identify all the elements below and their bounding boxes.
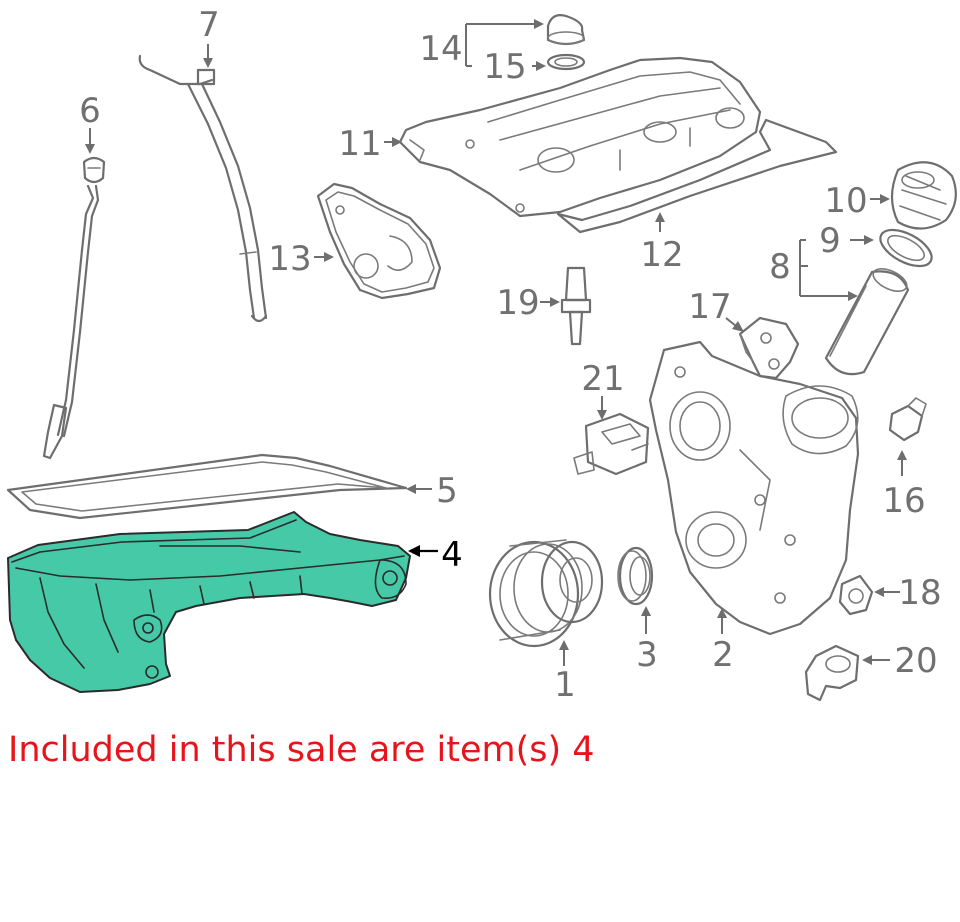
callout-11: 11 [338, 124, 381, 164]
part-16-sensor [888, 397, 927, 442]
part-10-filter-cap [890, 161, 957, 230]
callout-14: 14 [419, 29, 462, 69]
callout-13: 13 [268, 239, 311, 279]
part-15-cap-seal [546, 53, 586, 71]
part-6-dipstick [42, 156, 106, 460]
callout-6: 6 [79, 91, 101, 131]
part-2-timing-cover [648, 340, 860, 636]
callout-7: 7 [198, 5, 220, 45]
part-7-dipstick-tube [138, 54, 268, 323]
part-4-oil-pan [7, 511, 411, 693]
callout-4: 4 [441, 535, 463, 575]
part-19-sensor [560, 266, 592, 346]
callout-2: 2 [712, 635, 734, 675]
part-11-valve-cover [398, 56, 762, 218]
leader-lines [85, 19, 907, 666]
callout-8: 8 [769, 247, 791, 287]
part-17-sensor [738, 316, 800, 380]
callout-5: 5 [436, 471, 458, 511]
callout-numbers: 1 2 3 4 5 6 7 8 9 10 11 12 13 14 15 16 1… [79, 5, 941, 705]
callout-12: 12 [640, 235, 683, 275]
callout-10: 10 [824, 181, 867, 221]
part-12-valve-cover-gasket [556, 118, 838, 234]
part-8-oil-filter [824, 268, 910, 376]
sale-note: Included in this sale are item(s) 4 [8, 730, 595, 770]
callout-1: 1 [554, 665, 576, 705]
part-21-module [573, 412, 650, 476]
part-13-cover-plate [316, 182, 442, 300]
part-18-sensor [838, 574, 874, 616]
callout-20: 20 [894, 641, 937, 681]
part-1-crank-pulley [488, 539, 604, 648]
part-3-seal [617, 546, 654, 606]
part-9-filter-seal [879, 228, 933, 268]
part-20-housing [804, 644, 860, 702]
callout-21: 21 [581, 359, 624, 399]
callout-17: 17 [688, 287, 731, 327]
callout-18: 18 [898, 573, 941, 613]
part-14-filler-cap [546, 14, 586, 46]
callout-16: 16 [882, 481, 925, 521]
callout-15: 15 [483, 47, 526, 87]
part-5-pan-gasket [6, 453, 408, 520]
callout-3: 3 [636, 635, 658, 675]
callout-19: 19 [496, 283, 539, 323]
callout-9: 9 [819, 221, 841, 261]
